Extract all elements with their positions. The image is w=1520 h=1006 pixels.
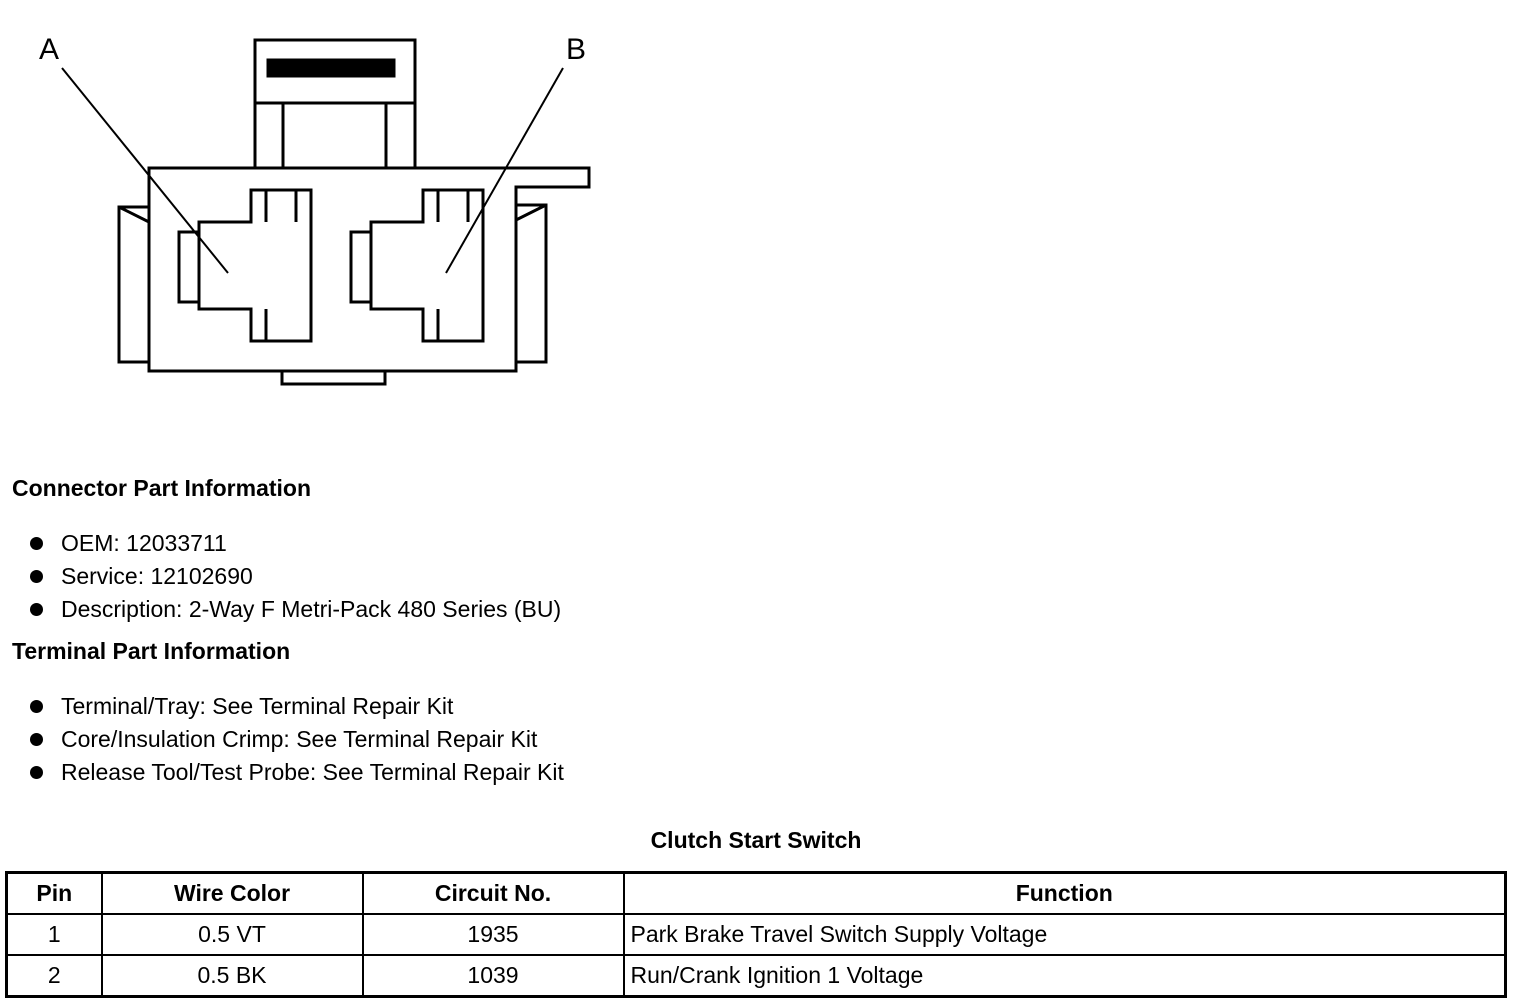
cell-wire-color: 0.5 VT bbox=[100, 913, 364, 956]
callout-b: B bbox=[566, 33, 587, 66]
cavity-b bbox=[369, 188, 485, 343]
list-item-text: Service: 12102690 bbox=[61, 563, 253, 589]
cavity-a bbox=[197, 188, 313, 343]
table-header-row: Pin Wire Color Circuit No. Function bbox=[5, 871, 1507, 915]
list-item: Service: 12102690 bbox=[28, 560, 561, 593]
cell-function: Park Brake Travel Switch Supply Voltage bbox=[622, 913, 1507, 956]
list-item: Description: 2-Way F Metri-Pack 480 Seri… bbox=[28, 593, 561, 626]
bullet-icon bbox=[30, 700, 43, 713]
table-caption: Clutch Start Switch bbox=[650, 827, 862, 853]
connector-body bbox=[147, 166, 591, 373]
list-item-text: Terminal/Tray: See Terminal Repair Kit bbox=[61, 693, 454, 719]
latch-bar bbox=[266, 58, 396, 78]
header-function: Function bbox=[622, 871, 1507, 915]
connector-info-list: OEM: 12033711 Service: 12102690 Descript… bbox=[28, 527, 561, 626]
list-item: Release Tool/Test Probe: See Terminal Re… bbox=[28, 756, 564, 789]
cell-function: Run/Crank Ignition 1 Voltage bbox=[622, 954, 1507, 998]
cell-wire-color: 0.5 BK bbox=[100, 954, 364, 998]
leader-line-b bbox=[445, 67, 564, 274]
header-pin: Pin bbox=[5, 871, 103, 915]
leader-line-a bbox=[61, 67, 229, 274]
table-row: 2 0.5 BK 1039 Run/Crank Ignition 1 Volta… bbox=[5, 954, 1507, 998]
connector-diagram bbox=[61, 38, 591, 386]
cell-circuit-no: 1935 bbox=[361, 913, 625, 956]
bullet-icon bbox=[30, 603, 43, 616]
list-item-text: Release Tool/Test Probe: See Terminal Re… bbox=[61, 759, 564, 785]
bullet-icon bbox=[30, 570, 43, 583]
terminal-info-list: Terminal/Tray: See Terminal Repair Kit C… bbox=[28, 690, 564, 789]
bullet-icon bbox=[30, 537, 43, 550]
list-item-text: Description: 2-Way F Metri-Pack 480 Seri… bbox=[61, 596, 562, 622]
pinout-table: Pin Wire Color Circuit No. Function 1 0.… bbox=[5, 871, 1507, 998]
cell-pin: 1 bbox=[5, 913, 103, 956]
connector-latch bbox=[253, 38, 417, 105]
list-item: Terminal/Tray: See Terminal Repair Kit bbox=[28, 690, 564, 723]
cell-pin: 2 bbox=[5, 954, 103, 998]
list-item-text: OEM: 12033711 bbox=[61, 530, 227, 556]
terminal-info-title: Terminal Part Information bbox=[12, 638, 291, 664]
cell-circuit-no: 1039 bbox=[361, 954, 625, 998]
callout-a: A bbox=[39, 33, 60, 66]
bullet-icon bbox=[30, 733, 43, 746]
header-circuit-no: Circuit No. bbox=[361, 871, 625, 915]
list-item: OEM: 12033711 bbox=[28, 527, 561, 560]
list-item: Core/Insulation Crimp: See Terminal Repa… bbox=[28, 723, 564, 756]
table-row: 1 0.5 VT 1935 Park Brake Travel Switch S… bbox=[5, 913, 1507, 956]
header-wire-color: Wire Color bbox=[100, 871, 364, 915]
list-item-text: Core/Insulation Crimp: See Terminal Repa… bbox=[61, 726, 538, 752]
connector-info-title: Connector Part Information bbox=[12, 475, 312, 501]
bullet-icon bbox=[30, 766, 43, 779]
